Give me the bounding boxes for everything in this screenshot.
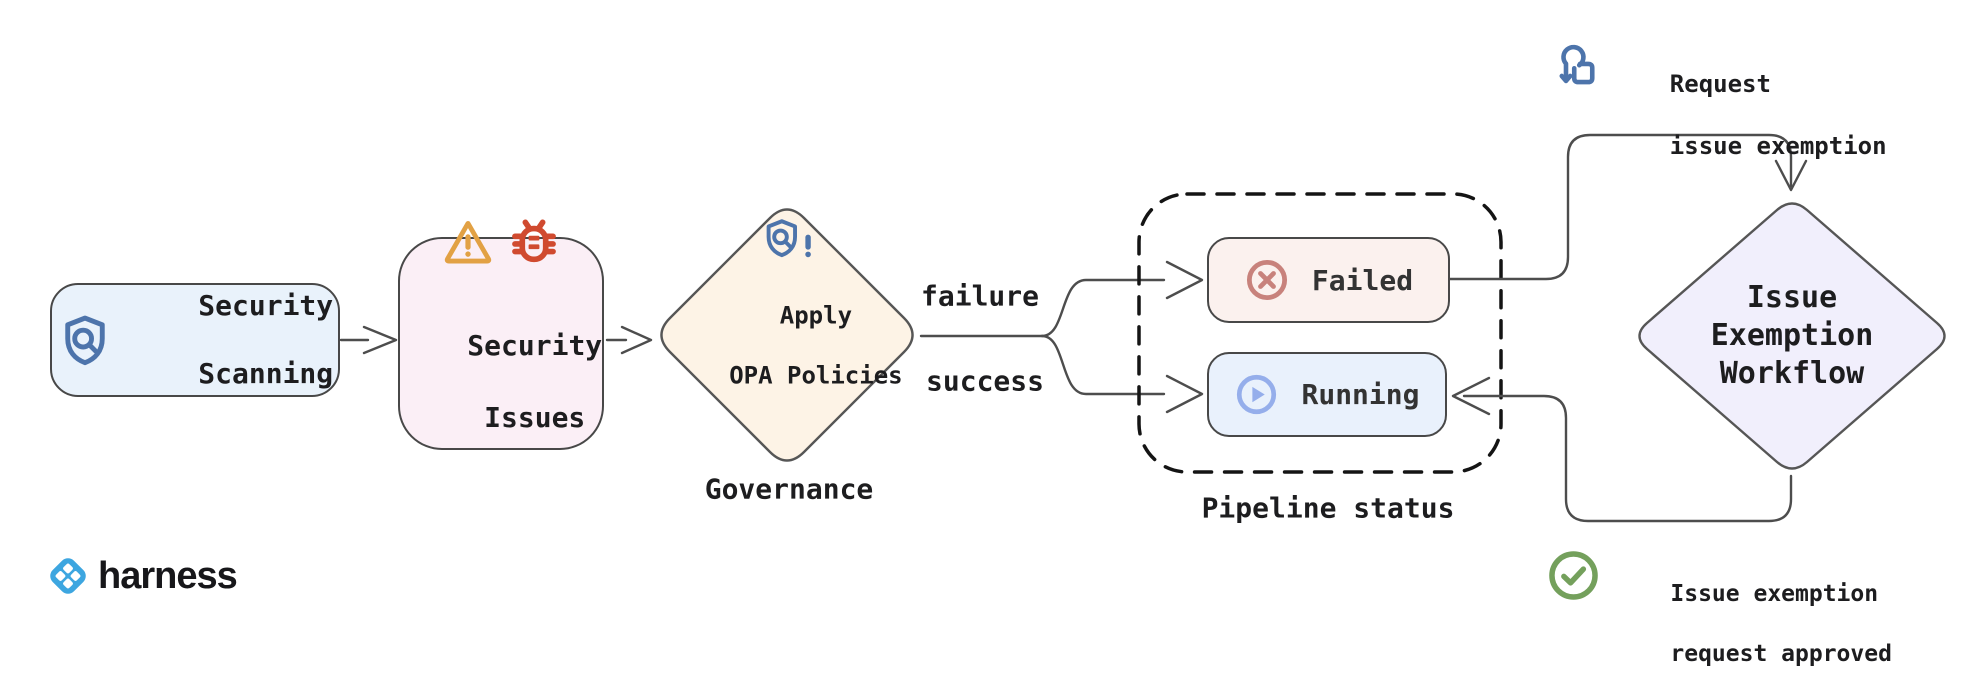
circle-check-icon: [1549, 551, 1598, 600]
edge-scanning-to-issues: [339, 325, 398, 355]
annotation-line: Request: [1669, 70, 1771, 98]
edge-failed-to-workflow: [1448, 133, 1808, 281]
node-label-line: Scanning: [198, 357, 334, 390]
annotation-request-exemption: Request issue exemption: [1552, 38, 1887, 193]
decision-issue-exemption-workflow: [1638, 202, 1946, 470]
node-label-line: Security: [198, 289, 334, 322]
node-label-line: Workflow: [1719, 356, 1865, 391]
annotation-line: request approved: [1670, 641, 1892, 667]
edge-label-failure: failure: [920, 279, 1040, 313]
bug-icon: [512, 218, 556, 262]
diagram-canvas: [339, 133, 1946, 523]
edge-issues-to-opa: [605, 325, 653, 355]
harness-logo-text: harness: [98, 554, 238, 597]
shield-search-icon: [65, 315, 105, 366]
circle-play-icon: [1237, 374, 1277, 415]
harness-logo-mark-icon: [50, 558, 86, 594]
annotation-line: Issue exemption: [1670, 581, 1879, 607]
security-issues-icons: [442, 216, 560, 268]
governance-label: Governance: [704, 472, 874, 506]
node-label-line: Apply: [779, 301, 853, 330]
node-label-line: OPA Policies: [729, 361, 903, 390]
node-security-issues: Security Issues: [398, 218, 604, 450]
node-label-line: Exemption: [1710, 318, 1874, 353]
node-security-scanning: Security Scanning: [50, 283, 340, 397]
node-apply-opa-policies: Apply OPA Policies: [671, 216, 903, 421]
tap-gesture-icon: [1559, 44, 1595, 85]
warning-triangle-icon: [444, 220, 492, 263]
node-running: Running: [1207, 352, 1447, 437]
circle-x-icon: [1246, 259, 1287, 301]
shield-search-alert-icon: [766, 219, 811, 258]
node-label-line: Issues: [484, 400, 586, 434]
node-label-line: Issue: [1746, 280, 1838, 315]
node-failed: Failed: [1207, 237, 1450, 323]
edge-opa-split: [919, 260, 1204, 414]
node-issue-exemption-workflow: Issue Exemption Workflow: [1711, 279, 1874, 393]
annotation-exemption-approved: Issue exemption request approved: [1546, 548, 1892, 699]
node-label: Running: [1301, 378, 1420, 411]
node-label: Failed: [1311, 263, 1414, 297]
edge-workflow-to-running: [1451, 376, 1793, 523]
node-label-line: Security: [467, 328, 603, 362]
harness-logo: harness: [46, 554, 238, 598]
decision-apply-opa-policies: [660, 208, 914, 462]
group-pipeline-status: [1137, 192, 1503, 474]
group-label-pipeline-status: Pipeline status: [1201, 491, 1455, 525]
edge-label-success: success: [925, 364, 1045, 398]
annotation-line: issue exemption: [1669, 132, 1887, 160]
